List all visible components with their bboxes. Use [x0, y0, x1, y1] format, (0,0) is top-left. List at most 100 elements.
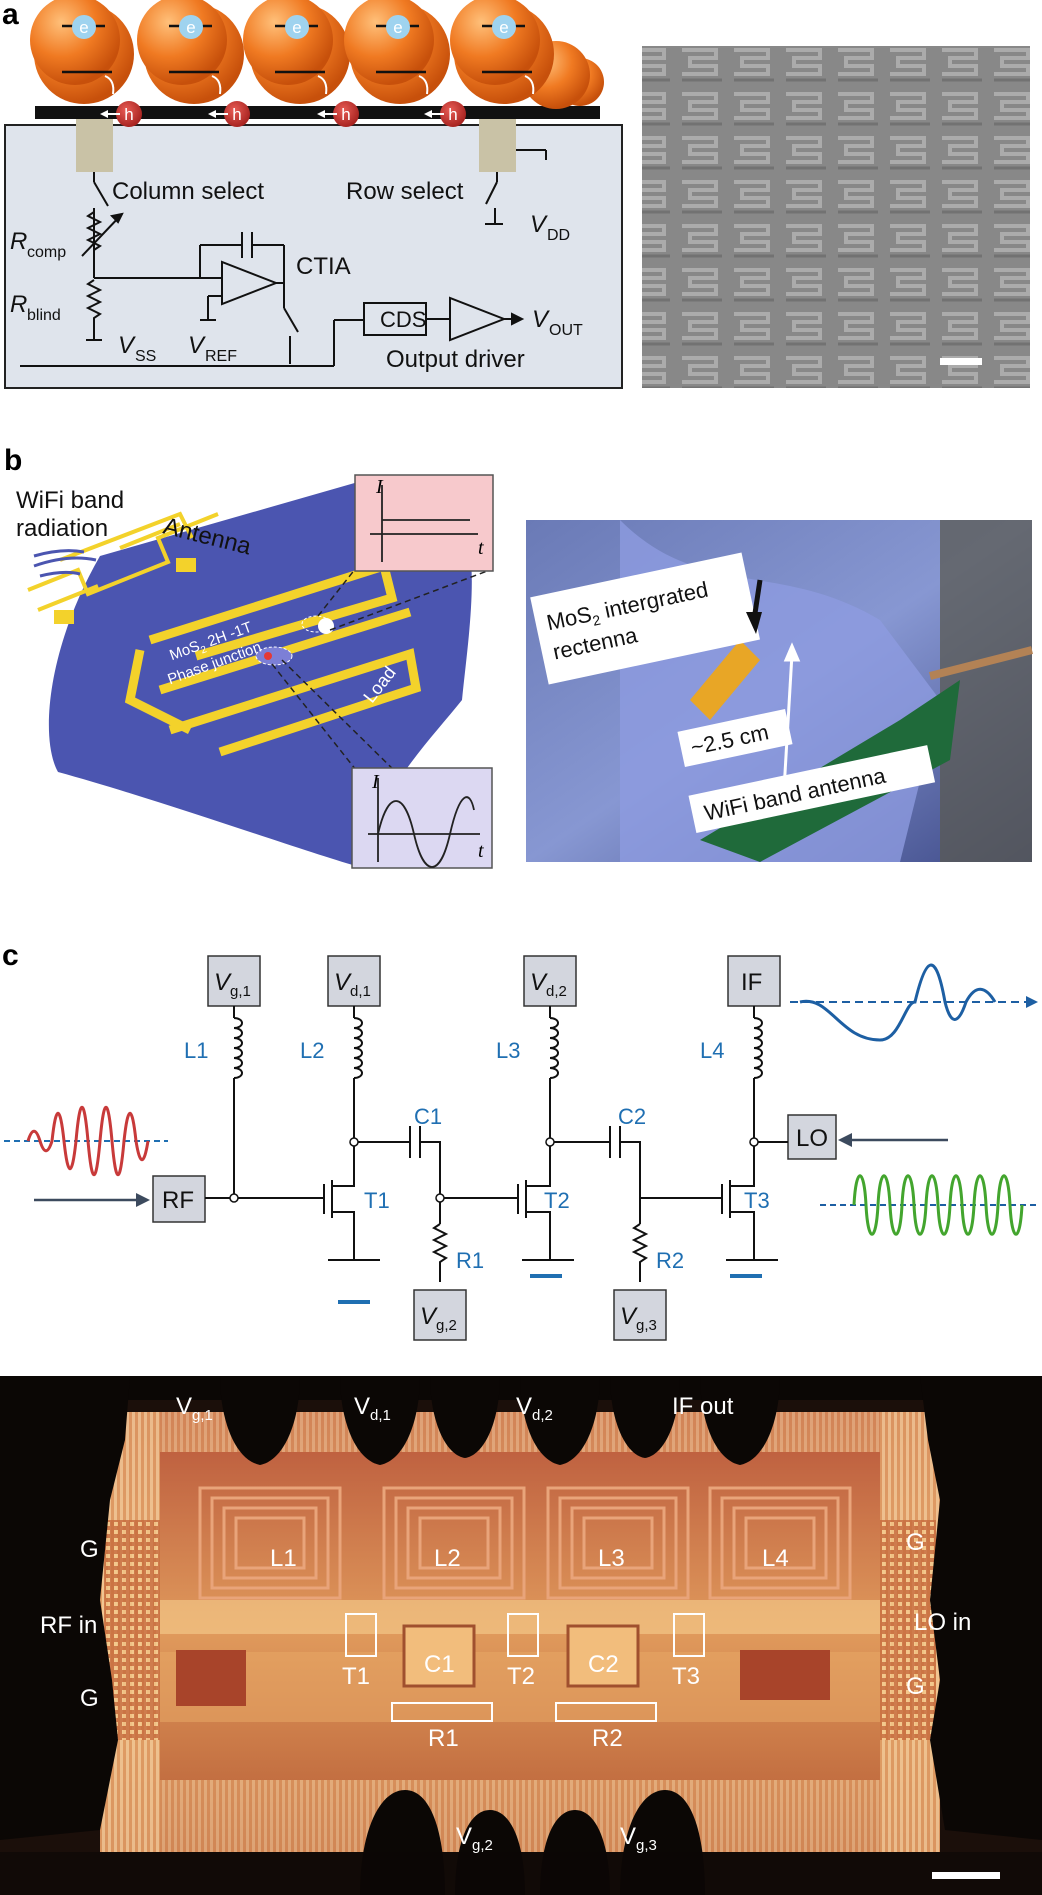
if-label: IF: [741, 969, 762, 996]
row-select-label: Row select: [346, 178, 464, 205]
resistor-r1: [431, 1223, 449, 1282]
dc-output-plot: [354, 474, 494, 572]
chip-t1-label: T1: [342, 1663, 370, 1690]
column-pad: [76, 119, 113, 172]
ac-axis-i: I: [371, 771, 380, 793]
vg3-label: V: [620, 1303, 638, 1330]
vout-label: V: [532, 306, 550, 333]
chip-capacitor-c2: [566, 1624, 640, 1688]
chip-l4-label: L4: [762, 1545, 789, 1572]
schematic-c1-label: C1: [414, 1104, 442, 1129]
chip-if-out-label: IF out: [672, 1393, 734, 1420]
lo-label: LO: [796, 1125, 828, 1152]
schematic-t3-label: T3: [744, 1188, 770, 1213]
wifi-waves-icon: [33, 549, 97, 578]
electron-label: e: [499, 18, 508, 37]
schematic-l4-label: L4: [700, 1038, 724, 1063]
chip-lo-in-label: LO in: [914, 1609, 971, 1636]
wifi-radiation-label-2: radiation: [16, 515, 108, 542]
panel-letter-c: c: [2, 939, 19, 972]
ctia-label: CTIA: [296, 253, 351, 280]
rcomp-sub: comp: [27, 244, 66, 261]
panel-b: b: [4, 444, 1033, 869]
cds-label: CDS: [380, 307, 426, 332]
ground-bars: [338, 1274, 762, 1304]
chip-l1-label: L1: [270, 1545, 297, 1572]
vref-sub: REF: [205, 348, 237, 365]
chip-g-left-top: G: [80, 1536, 99, 1563]
pointer-arrow-icon: [746, 612, 762, 634]
chip-g-right-bottom: G: [906, 1673, 925, 1700]
ac-input-plot: [351, 767, 493, 869]
rf-label: RF: [162, 1187, 194, 1214]
panel-a: a e: [2, 0, 1030, 389]
dc-axis-i: I: [375, 476, 384, 498]
photo-label-box: [530, 552, 760, 685]
vg1-block: [207, 955, 261, 1007]
dc-axis-t: t: [478, 537, 484, 559]
schematic-c2-label: C2: [618, 1104, 646, 1129]
if-waveform: [790, 963, 1038, 1042]
vref-label: V: [188, 332, 206, 359]
vdd-label: V: [530, 211, 548, 238]
schematic-t1-label: T1: [364, 1188, 390, 1213]
hole-label: h: [341, 105, 350, 124]
chip-scale-bar: [932, 1872, 1000, 1879]
schematic-r2-label: R2: [656, 1248, 684, 1273]
vd2-sub: d,2: [546, 983, 567, 1000]
sem-micrograph: [642, 46, 1030, 388]
if-block: [727, 955, 781, 1007]
probe-tips: [0, 1376, 1042, 1895]
inductor-l4: [753, 1017, 763, 1079]
electron-label: e: [292, 18, 301, 37]
schematic-t2-label: T2: [544, 1188, 570, 1213]
transfer-arrows: [104, 75, 535, 95]
chip-micrograph: Vg,1 Vd,1 Vd,2 IF out G RF in G G LO in …: [0, 1376, 1042, 1895]
chip-r1-label: R1: [428, 1725, 459, 1752]
hole-label: h: [124, 105, 133, 124]
electron-icons: e e e e e: [72, 15, 516, 39]
lo-block: [787, 1114, 837, 1160]
chip-l3-label: L3: [598, 1545, 625, 1572]
chip-inductors: [198, 1486, 852, 1600]
rblind-sub: blind: [27, 307, 61, 324]
column-select-label: Column select: [112, 178, 264, 205]
chip-t3-label: T3: [672, 1663, 700, 1690]
vd2-block: [523, 955, 577, 1007]
chip-l2-label: L2: [434, 1545, 461, 1572]
chip-c2-label: C2: [588, 1651, 619, 1678]
vd1-block: [327, 955, 381, 1007]
ac-axis-t: t: [478, 840, 484, 862]
rcomp-label: R: [10, 228, 27, 255]
rblind-label: R: [10, 291, 27, 318]
chip-vd2-label: Vd,2: [516, 1393, 553, 1424]
chip-rf-in-label: RF in: [40, 1612, 97, 1639]
electron-label: e: [79, 18, 88, 37]
vg1-sub: g,1: [230, 983, 251, 1000]
electron-label: e: [186, 18, 195, 37]
resistor-r2: [631, 1223, 649, 1282]
panel-letter-b: b: [4, 444, 22, 477]
mos2-chip: [690, 640, 760, 720]
wifi-radiation-label-1: WiFi band: [16, 487, 124, 514]
vss-sub: SS: [135, 348, 156, 365]
chip-vg3-label: Vg,3: [620, 1823, 657, 1854]
vss-label: V: [118, 332, 136, 359]
chip-vd1-label: Vd,1: [354, 1393, 391, 1424]
vdd-sub: DD: [547, 227, 570, 244]
quantum-dot-spheres: [30, 0, 604, 109]
schematic-l3-label: L3: [496, 1038, 520, 1063]
chip-g-right-top: G: [906, 1529, 925, 1556]
inductor-l2: [353, 1017, 363, 1079]
electron-label: e: [393, 18, 402, 37]
row-pad: [479, 119, 516, 172]
vg3-block: [613, 1289, 667, 1341]
vd1-label: V: [334, 969, 352, 996]
chip-vg1-label: Vg,1: [176, 1393, 213, 1424]
hole-label: h: [448, 105, 457, 124]
panel-letter-a: a: [2, 0, 19, 31]
readout-circuit: [20, 149, 547, 367]
vg2-block: [413, 1289, 467, 1341]
chip-capacitor-c1: [402, 1624, 476, 1688]
